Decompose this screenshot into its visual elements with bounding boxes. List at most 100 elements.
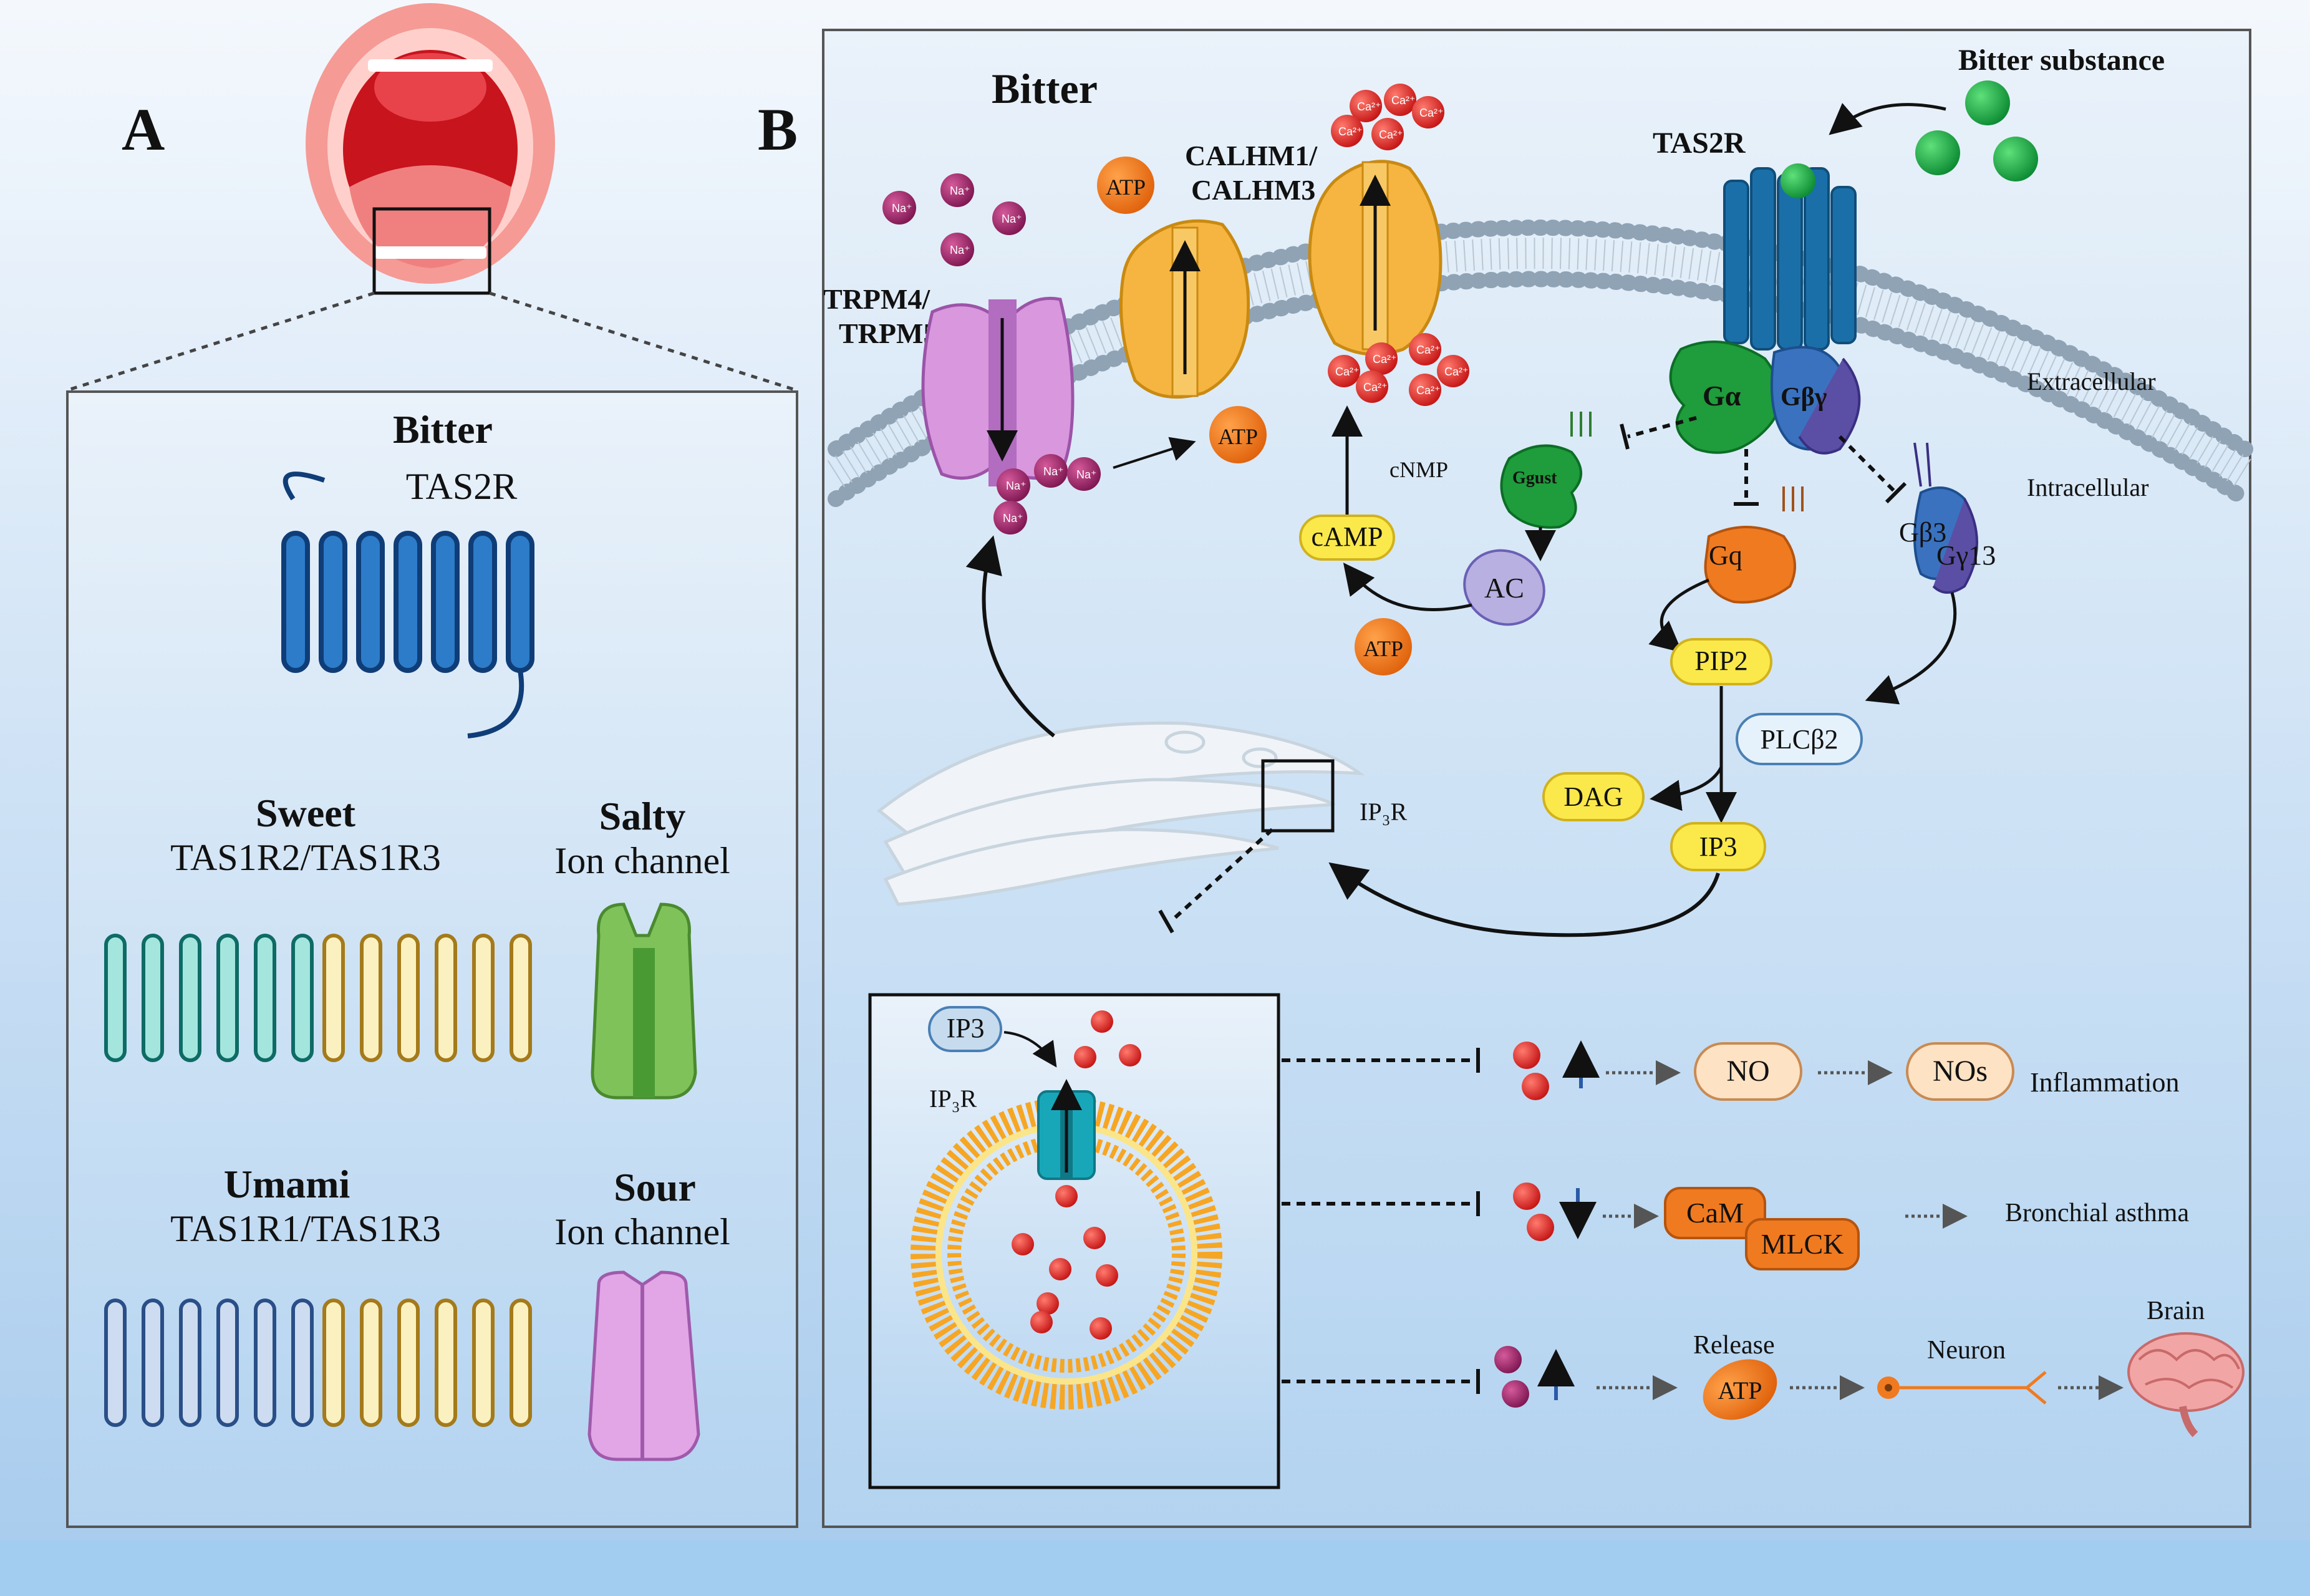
svg-text:ATP: ATP [1218, 424, 1258, 449]
row2-ca-2 [1527, 1214, 1554, 1241]
svg-text:Na⁺: Na⁺ [950, 244, 970, 256]
inset-calcium-ions [1012, 1010, 1141, 1340]
ip3-label: IP3 [1699, 831, 1737, 862]
ggust-protein-icon [1500, 412, 1592, 529]
svg-text:Ca²⁺: Ca²⁺ [1416, 384, 1441, 397]
bottom-band [0, 1540, 2310, 1596]
ip3r-label: IP₃R [1360, 798, 1408, 826]
gbg-gb3-inhibit-bar [1885, 481, 1907, 504]
trpm-channel-icon [921, 296, 1075, 486]
er-inhibit-bar [1158, 909, 1174, 934]
gb3-label: Gβ3 [1899, 517, 1946, 548]
tas1r3-umami-receptor-icon [322, 1299, 532, 1427]
svg-text:Na⁺: Na⁺ [1002, 213, 1022, 225]
sour-title: Sour [614, 1165, 696, 1209]
sodium-ions-outside: Na⁺ Na⁺ Na⁺ Na⁺ [882, 173, 1026, 266]
ip3-receptor-channel-icon [1037, 1079, 1096, 1180]
calhm-label-2: CALHM3 [1191, 174, 1315, 206]
svg-text:Ca²⁺: Ca²⁺ [1357, 100, 1381, 113]
zoom-line-right [489, 291, 796, 392]
atp-channel-icon [1119, 219, 1250, 399]
plcb2-label: PLCβ2 [1760, 724, 1838, 755]
inset-ip3-arrow [1003, 1031, 1057, 1068]
nos-box [1906, 1042, 2014, 1101]
svg-text:Na⁺: Na⁺ [950, 185, 970, 197]
camp-box [1299, 515, 1395, 561]
pip2-box [1670, 638, 1772, 685]
gb3-gg13-icon [1913, 442, 1978, 594]
neuron-icon [1877, 1371, 2047, 1405]
trpm-label-1: TRPM4/ [823, 283, 930, 315]
release-label: Release [1693, 1331, 1775, 1360]
bitter-molecule-3 [1993, 137, 2038, 181]
bronchial-asthma-label: Bronchial asthma [2005, 1199, 2189, 1227]
bitter-molecule-2 [1915, 130, 1960, 175]
cnmp-label: cNMP [1389, 457, 1448, 482]
svg-text:ATP: ATP [1363, 636, 1403, 661]
gq-label: Gq [1709, 540, 1742, 571]
tas2r-label: TAS2R [1653, 127, 1746, 160]
calcium-ions-outside: Ca²⁺ Ca²⁺ Ca²⁺ Ca²⁺ Ca²⁺ [1331, 84, 1444, 150]
trpm-label-2: TRPM5 [839, 317, 937, 349]
calhm-channel-icon [1308, 160, 1443, 356]
gq-protein-icon [1704, 486, 1804, 604]
tas1r1-receptor-icon [104, 1299, 314, 1427]
svg-text:Na⁺: Na⁺ [892, 202, 912, 215]
svg-text:Ca²⁺: Ca²⁺ [1444, 365, 1469, 378]
bitter-title: Bitter [393, 407, 493, 452]
salty-receptor-label: Ion channel [554, 840, 730, 881]
ip3-to-er-arrow [1328, 862, 1720, 937]
salty-ion-channel-icon [591, 902, 697, 1100]
svg-text:AC: AC [1484, 572, 1524, 604]
svg-text:Na⁺: Na⁺ [1006, 480, 1027, 492]
row1-ca-2 [1522, 1073, 1549, 1100]
brain-icon [2127, 1332, 2245, 1438]
svg-text:Ca²⁺: Ca²⁺ [1338, 125, 1363, 138]
svg-text:Ca²⁺: Ca²⁺ [1391, 94, 1416, 107]
inflammation-label: Inflammation [2030, 1067, 2180, 1098]
galpha-ggust-inhibit-bar [1620, 423, 1630, 450]
svg-text:Na⁺: Na⁺ [1003, 512, 1023, 525]
tas1r2-receptor-icon [104, 934, 314, 1062]
calhm-label-1: CALHM1/ [1185, 140, 1318, 172]
ggust-label: Ggust [1512, 468, 1557, 488]
endoplasmic-reticulum-icon [876, 721, 1365, 906]
row2-ca-1 [1513, 1182, 1540, 1210]
extracellular-label: Extracellular [2027, 367, 2156, 395]
adenylyl-cyclase-icon: AC [1463, 549, 1545, 626]
substance-binding-arrow [1829, 102, 1946, 135]
zoom-line-left [68, 291, 375, 392]
svg-text:Ca²⁺: Ca²⁺ [1335, 365, 1360, 378]
umami-receptor-label: TAS1R1/TAS1R3 [170, 1208, 441, 1249]
dag-box [1542, 772, 1645, 821]
atp-molecule-released: ATP [1209, 406, 1267, 463]
intracellular-label: Intracellular [2027, 473, 2148, 501]
bitter-substance-label: Bitter substance [1958, 44, 2165, 77]
er-zoom-box [1261, 759, 1335, 833]
er-to-trpm-arrow [965, 535, 1055, 738]
inset-ip3r-label: IP₃R [929, 1085, 977, 1113]
cam-label: CaM [1686, 1197, 1744, 1229]
mouth-icon [306, 3, 555, 284]
panel-b-letter: B [758, 96, 798, 163]
gq-to-pip2-arrow [1648, 578, 1709, 653]
gb3-to-plcb2-arrow [1865, 592, 1957, 705]
row3-na-2 [1502, 1380, 1529, 1408]
tas1r3-receptor-icon [322, 934, 532, 1062]
atp-molecule-outside: ATP [1097, 157, 1154, 214]
pip2-label: PIP2 [1694, 646, 1748, 676]
ip3-box [1670, 822, 1766, 871]
inset-ip3-label: IP3 [946, 1013, 984, 1043]
salty-title: Salty [599, 794, 686, 838]
svg-text:Ca²⁺: Ca²⁺ [1373, 353, 1397, 365]
plcb2-box [1736, 713, 1863, 765]
calcium-ions-inside: Ca²⁺ Ca²⁺ Ca²⁺ Ca²⁺ Ca²⁺ Ca²⁺ [1328, 333, 1469, 406]
galpha-ggust-inhibit [1627, 416, 1697, 438]
atp-molecule-ac: ATP [1355, 618, 1412, 675]
inset-ip3-box [928, 1006, 1002, 1052]
row1-ca-1 [1513, 1042, 1540, 1069]
ac-to-camp-arrow [1343, 563, 1472, 611]
svg-text:ATP: ATP [1718, 1376, 1762, 1405]
panel-a-letter: A [122, 96, 165, 163]
panel-b-title: Bitter [992, 65, 1098, 112]
